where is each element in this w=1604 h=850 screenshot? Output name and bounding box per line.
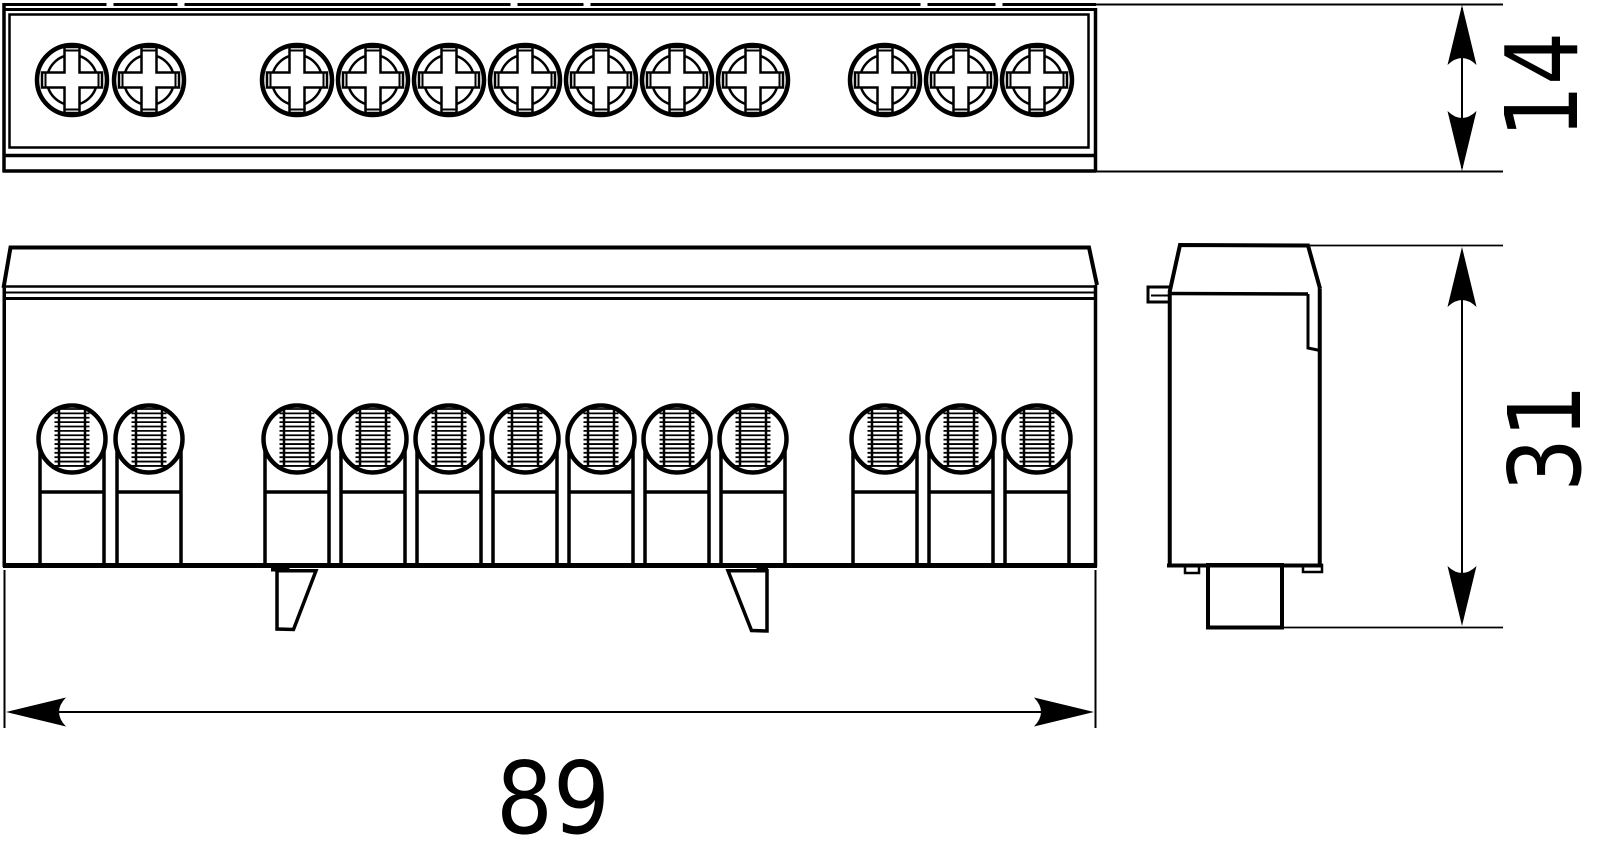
dim14-arrowhead-down [1447,111,1477,171]
side-view-center-foot [1206,563,1284,630]
dimension-width: 89 [3,570,1097,850]
dim89-arrowhead-right [1034,697,1094,727]
wire-terminal [925,403,997,564]
phillips-cross-icon [645,45,709,115]
dimension-side-height: 31 [1283,244,1604,629]
wire-terminal [413,403,485,564]
phillips-cross-icon [417,45,481,115]
wire-terminal [489,403,561,564]
phillips-cross-icon [493,45,557,115]
wire-terminal [36,403,108,564]
wire-terminals [36,403,1073,564]
screw-head [335,42,411,118]
clip-notch-right [756,563,768,572]
side-view [1146,242,1324,630]
dim89-arrowhead-left [6,697,66,727]
dimension-top-depth: 14 [1096,3,1601,173]
screw-head [639,42,715,118]
side-view-cap-outline [1167,242,1322,293]
screw-head [111,42,187,118]
wire-terminal [717,403,789,564]
top-view [2,3,1098,173]
wire-terminal [261,403,333,564]
dim14-arrowhead-up [1447,5,1477,65]
screw-head [487,42,563,118]
front-view-top-edge [1,245,1099,289]
dim31-arrowhead-down [1447,566,1477,626]
wire-terminal [641,403,713,564]
screw-head [715,42,791,118]
phillips-cross-icon [40,45,104,115]
phillips-cross-icon [721,45,785,115]
din-clip-left [275,569,319,632]
wire-terminal [1001,403,1073,564]
dim89-label: 89 [496,740,610,850]
phillips-cross-icon [265,45,329,115]
front-view [1,245,1099,633]
side-view-groove [1306,294,1321,352]
dim31-arrowhead-up [1447,247,1477,307]
phillips-cross-icon [569,45,633,115]
dim31-label: 31 [1487,384,1604,492]
wire-terminal [565,403,637,564]
screw-head [847,42,923,118]
screw-head [563,42,639,118]
screw-head [923,42,999,118]
din-clip-right [725,569,769,633]
side-view-cap-bottom [1168,291,1309,296]
clip-notch-left [271,563,290,572]
screw-head [34,42,110,118]
wire-terminal [337,403,409,564]
screw-head [999,42,1075,118]
phillips-cross-icon [1005,45,1069,115]
screw-head [411,42,487,118]
phillips-cross-icon [929,45,993,115]
dim14-label: 14 [1484,32,1601,138]
phillips-cross-icon [117,45,181,115]
phillips-cross-icon [341,45,405,115]
phillips-cross-icon [853,45,917,115]
top-view-inner-rect [8,13,1090,149]
screw-head [259,42,335,118]
wire-terminal [849,403,921,564]
screw-heads [34,42,1075,118]
wire-terminal [113,403,185,564]
